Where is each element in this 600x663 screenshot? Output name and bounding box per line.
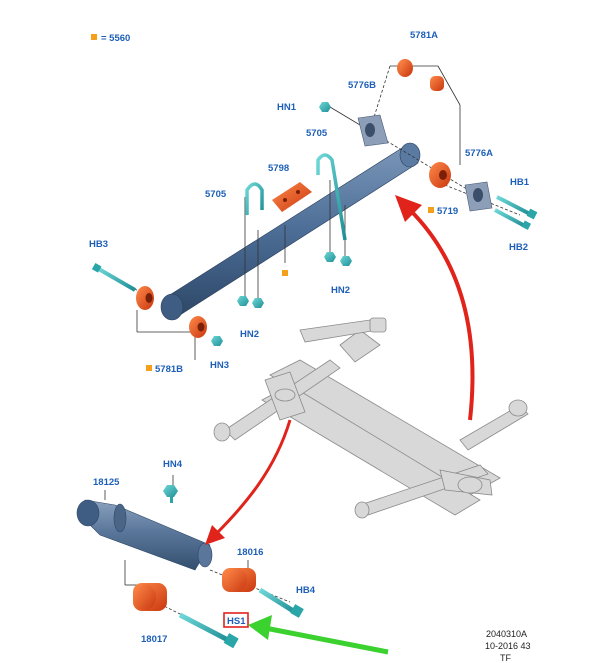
callout-labels: 5781A 5776B HN1 5705 5798 5705 5776A HB1…: [89, 30, 530, 645]
red-arrow-icon: [205, 419, 292, 545]
label-5776b: 5776B: [348, 80, 376, 91]
main-shaft: [160, 142, 421, 321]
label-5781b: 5781B: [155, 364, 183, 375]
label-5719: 5719: [437, 206, 458, 217]
nut-hn2-right-a: [324, 252, 336, 262]
legend-marker-5560-center: [282, 270, 288, 276]
nut-hn2-left-a: [237, 296, 249, 306]
label-hn3: HN3: [210, 360, 229, 371]
label-hn4: HN4: [163, 459, 183, 470]
label-5705-top: 5705: [306, 128, 328, 139]
bushing-5719: [429, 162, 451, 188]
bolt-hb2: [494, 208, 532, 230]
bushing-5781a-right: [430, 76, 444, 91]
label-hn2-left: HN2: [240, 329, 259, 340]
label-5798: 5798: [268, 163, 289, 174]
bushing-18017: [133, 583, 167, 611]
u-bolt-5705-left: [245, 182, 264, 215]
upper-assembly: [91, 59, 538, 371]
bushing-5781b-right: [189, 316, 207, 338]
bushing-5781a-left: [397, 59, 413, 77]
shock-absorber-18125: [76, 499, 213, 571]
label-hn1: HN1: [277, 102, 297, 113]
nut-hn1: [319, 102, 331, 112]
legend-marker-5781b: [146, 365, 152, 371]
figure-footer: 2040310A 10-2016 43 TF: [485, 629, 531, 663]
bolt-hb1: [496, 195, 538, 220]
bushing-5781b-left: [136, 286, 154, 310]
bolt-hb4: [258, 587, 304, 618]
label-18016: 18016: [237, 547, 263, 558]
nut-hn3: [211, 336, 223, 346]
legend-swatch: [91, 34, 97, 40]
bolt-hs1: [178, 612, 239, 649]
nut-hn4: [163, 485, 178, 503]
bolt-hb3: [91, 263, 137, 292]
green-arrow-icon: [248, 615, 389, 655]
label-hb1: HB1: [510, 177, 530, 188]
bracket-5776a: [464, 181, 493, 212]
legend-text: = 5560: [101, 33, 130, 44]
label-hb4: HB4: [296, 585, 316, 596]
axle-assembly: [213, 317, 529, 519]
label-5781a: 5781A: [410, 30, 438, 41]
legend: = 5560: [91, 33, 130, 44]
footer-code: TF: [500, 653, 511, 663]
red-arrow-icon: [395, 195, 475, 421]
bushing-18016: [222, 568, 256, 592]
nut-hn2-right-b: [340, 256, 352, 266]
label-hn2-right: HN2: [331, 285, 350, 296]
label-18017: 18017: [141, 634, 167, 645]
label-hb2: HB2: [509, 242, 528, 253]
label-hb3: HB3: [89, 239, 108, 250]
nut-hn2-left-b: [252, 298, 264, 308]
legend-marker-5719: [428, 207, 434, 213]
label-18125: 18125: [93, 477, 120, 488]
lower-assembly: [76, 475, 304, 649]
plate-5798: [272, 182, 312, 212]
label-hs1: HS1: [227, 616, 246, 627]
label-5705-left: 5705: [205, 189, 227, 200]
hs1-highlight-box: [223, 612, 249, 628]
label-5776a: 5776A: [465, 148, 493, 159]
footer-figure-id: 2040310A: [486, 629, 527, 639]
u-bolt-5705-right: [316, 153, 347, 241]
footer-date: 10-2016 43: [485, 641, 531, 651]
bracket-5776b: [357, 114, 389, 147]
